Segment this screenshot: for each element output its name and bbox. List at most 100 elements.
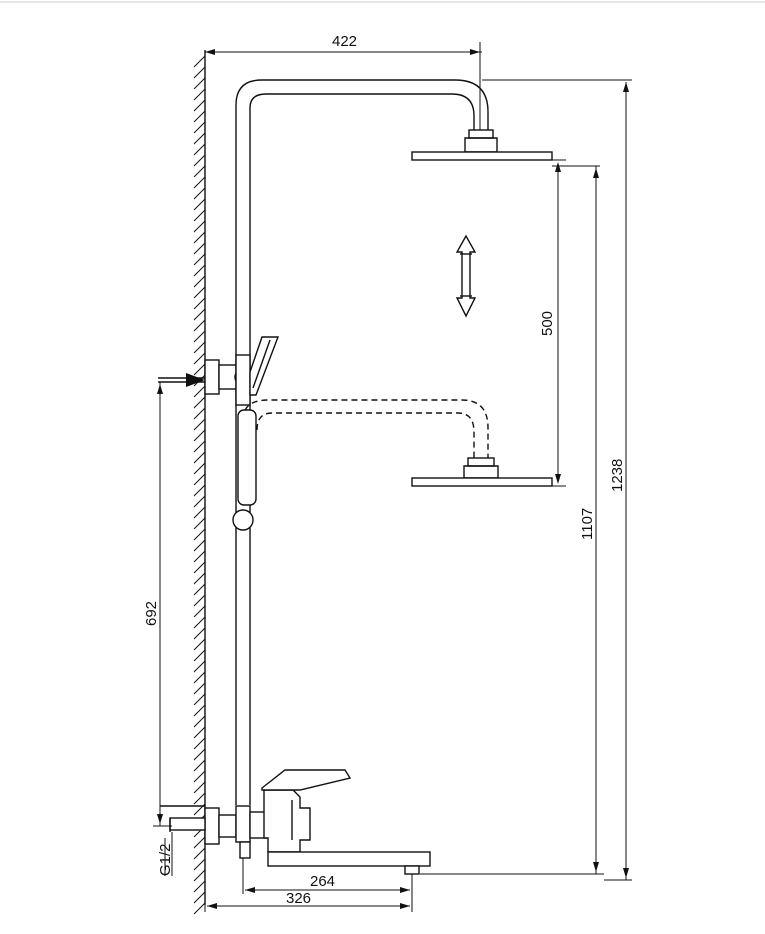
wall-hatch-line — [193, 781, 206, 794]
wall-hatch-line — [193, 99, 206, 112]
wall-hatch-line — [193, 869, 206, 882]
wall-hatch-line — [193, 484, 206, 497]
wall-hatch-line — [193, 902, 206, 915]
dim-500: 500 — [539, 159, 566, 487]
wall-hatch-line — [193, 649, 206, 662]
wall-hatch-line — [193, 616, 206, 629]
dim-thread: G1/2 — [157, 832, 174, 876]
wall-hatch-line — [193, 66, 206, 79]
wall — [193, 50, 206, 915]
thread-fitting — [160, 805, 206, 832]
wall-hatch-line — [193, 220, 206, 233]
wall-hatch-line — [193, 880, 206, 893]
wall-hatch-line — [193, 583, 206, 596]
wall-hatch-line — [193, 539, 206, 552]
wall-hatch-line — [193, 253, 206, 266]
dim-1238-label: 1238 — [609, 459, 626, 492]
wall-hatch-line — [193, 209, 206, 222]
wall-hatch-line — [193, 737, 206, 750]
wall-hatch-line — [193, 165, 206, 178]
wall-hatch-line — [193, 198, 206, 211]
wall-hatch-line — [193, 143, 206, 156]
wall-hatch-line — [193, 528, 206, 541]
dim-326-label: 326 — [286, 890, 311, 907]
wall-hatch-line — [193, 627, 206, 640]
wall-hatch-line — [193, 473, 206, 486]
riser-pipe — [235, 79, 489, 805]
wall-hatch-line — [193, 396, 206, 409]
wall-hatch-line — [193, 418, 206, 431]
wall-hatch-line — [193, 891, 206, 904]
wall-hatch-line — [193, 715, 206, 728]
wall-hatch-line — [193, 275, 206, 288]
wall-hatch-line — [193, 341, 206, 354]
wall-hatch-line — [193, 88, 206, 101]
dim-422-label: 422 — [332, 33, 357, 50]
wall-hatch-line — [193, 605, 206, 618]
wall-hatch-line — [193, 132, 206, 145]
dim-422: 422 — [205, 33, 482, 130]
wall-hatch-line — [193, 462, 206, 475]
wall-hatch-line — [193, 792, 206, 805]
dim-1107-label: 1107 — [579, 508, 596, 540]
wall-hatch-line — [193, 836, 206, 849]
dim-326: 326 — [204, 890, 413, 912]
lower-shower-head — [411, 457, 553, 487]
wall-hatch-line — [193, 385, 206, 398]
dim-1238: 1238 — [482, 79, 632, 881]
wall-hatch-line — [193, 693, 206, 706]
wall-hatch-line — [193, 286, 206, 299]
mixer-valve — [204, 769, 431, 875]
wall-hatch-line — [193, 726, 206, 739]
wall-hatch-line — [193, 330, 206, 343]
dim-500-label: 500 — [539, 311, 556, 336]
wall-hatch-line — [193, 550, 206, 563]
wall-hatch-line — [193, 671, 206, 684]
wall-hatch-line — [193, 847, 206, 860]
wall-hatch-line — [193, 154, 206, 167]
wall-hatch-line — [193, 495, 206, 508]
hand-shower — [232, 409, 257, 531]
inlet-arrow — [158, 373, 205, 387]
wall-hatch-line — [193, 572, 206, 585]
upper-shower-head — [411, 129, 553, 161]
wall-hatch-line — [193, 297, 206, 310]
wall-hatch-line — [193, 55, 206, 68]
wall-hatch-line — [193, 561, 206, 574]
wall-hatch-line — [193, 110, 206, 123]
wall-hatch-line — [193, 187, 206, 200]
dim-692: 692 — [143, 382, 172, 827]
wall-hatch-line — [193, 363, 206, 376]
wall-hatch-line — [193, 264, 206, 277]
dim-1107: 1107 — [420, 165, 604, 875]
wall-hatch-line — [193, 858, 206, 871]
dim-692-label: 692 — [143, 601, 160, 626]
wall-hatch-line — [193, 242, 206, 255]
adjust-arrow-icon — [455, 234, 477, 318]
wall-hatch-line — [193, 77, 206, 90]
dim-264: 264 — [242, 858, 413, 894]
wall-hatch-line — [193, 176, 206, 189]
wall-hatch-line — [193, 517, 206, 530]
wall-bracket-upper — [204, 336, 280, 406]
wall-hatch-line — [193, 770, 206, 783]
wall-hatching — [193, 55, 206, 915]
wall-hatch-line — [193, 594, 206, 607]
wall-hatch-line — [193, 638, 206, 651]
wall-hatch-line — [193, 451, 206, 464]
wall-hatch-line — [193, 660, 206, 673]
wall-hatch-line — [193, 748, 206, 761]
dim-264-label: 264 — [310, 873, 335, 890]
wall-hatch-line — [193, 319, 206, 332]
wall-hatch-line — [193, 440, 206, 453]
wall-hatch-line — [193, 231, 206, 244]
wall-hatch-line — [193, 308, 206, 321]
lower-shower-arm-dashed — [242, 399, 489, 458]
wall-hatch-line — [193, 429, 206, 442]
wall-hatch-line — [193, 759, 206, 772]
wall-hatch-line — [193, 506, 206, 519]
wall-hatch-line — [193, 121, 206, 134]
thread-label: G1/2 — [157, 843, 174, 876]
wall-hatch-line — [193, 704, 206, 717]
